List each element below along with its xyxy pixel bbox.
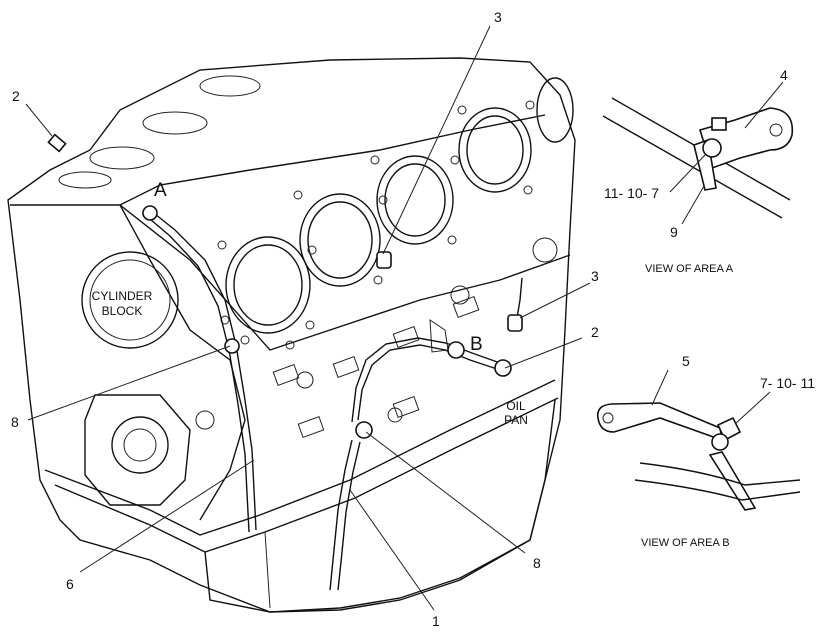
cylinder-block-label-2: BLOCK (102, 304, 143, 318)
detail-b-tube (634, 462, 801, 501)
detail-a-clip (693, 138, 717, 191)
block-outline (7, 57, 576, 613)
bore-top-4 (58, 171, 112, 189)
view-area-b-detail (596, 369, 801, 511)
detail-a-bracket-hole (769, 123, 783, 137)
cylinder-bore-3 (376, 155, 454, 245)
detail-b-washer (711, 433, 729, 451)
cylinder-bore-2-inner (307, 201, 373, 279)
detail-b-bracket-hole (602, 412, 614, 424)
front-cover-ring-inner (89, 259, 171, 341)
oil-tube-side-parallel (351, 337, 504, 423)
bore-top-1 (199, 75, 261, 97)
callout-6: 6 (66, 576, 74, 592)
cylinder-bore-4-inner (466, 115, 524, 185)
head-bolt-holes (217, 100, 535, 350)
oil-tube-drop-parallel (337, 441, 361, 591)
oil-pan-crease (264, 531, 271, 609)
view-a-caption: VIEW OF AREA A (645, 263, 734, 275)
bore-top-3 (89, 146, 155, 170)
cylinder-block-label-1: CYLINDER (92, 289, 153, 303)
cylinder-bore-1-inner (233, 244, 303, 326)
cylinder-bore-3-inner (384, 163, 446, 237)
oil-pan-body (204, 399, 556, 613)
oil-pan-label-1: OIL (506, 399, 526, 413)
callout-11-10-7: 11- 10- 7 (604, 185, 659, 201)
area-b-marker: B (470, 334, 483, 355)
side-bosses (195, 237, 558, 438)
leader-lines (25, 25, 591, 611)
cylinder-bore-4 (458, 107, 532, 193)
oil-pan-label-2: PAN (504, 413, 528, 427)
detail-b-bracket (596, 402, 724, 442)
cylinder-bore-2 (299, 193, 381, 287)
crank-housing (84, 394, 191, 506)
detail-a-bracket (698, 107, 794, 170)
crank-seal (111, 416, 169, 474)
callout-9: 9 (670, 224, 678, 240)
pan-rail-upper (44, 379, 556, 536)
oil-tube-side (357, 344, 501, 421)
cylinder-bore-5-partial (536, 77, 574, 143)
oil-tube-drop (329, 439, 353, 591)
engine-block-illustration (7, 57, 576, 613)
callout-2-right: 2 (591, 324, 599, 340)
fittings (47, 133, 523, 439)
oil-tube-front (149, 209, 257, 531)
callout-4: 4 (780, 67, 788, 83)
view-area-a-detail (602, 81, 794, 225)
detail-a-bolt (711, 117, 727, 131)
callout-2-top-left: 2 (12, 88, 20, 104)
callout-1: 1 (432, 613, 440, 629)
deck-lower-edge (119, 204, 571, 351)
callout-5: 5 (682, 353, 690, 369)
oil-tube-front-parallel (143, 213, 250, 533)
callout-3-right: 3 (591, 268, 599, 284)
front-cover-ring (81, 251, 179, 349)
callout-3-top: 3 (494, 9, 502, 25)
callout-8-left: 8 (11, 414, 19, 430)
cylinder-bore-1 (225, 236, 311, 334)
detail-a-washer (702, 138, 722, 158)
callout-7-10-11: 7- 10- 11 (760, 375, 815, 391)
area-a-marker: A (154, 180, 167, 201)
crank-seal-inner (123, 428, 157, 462)
bore-top-2 (142, 111, 208, 135)
view-b-caption: VIEW OF AREA B (641, 537, 730, 549)
callout-8-bottom: 8 (533, 555, 541, 571)
